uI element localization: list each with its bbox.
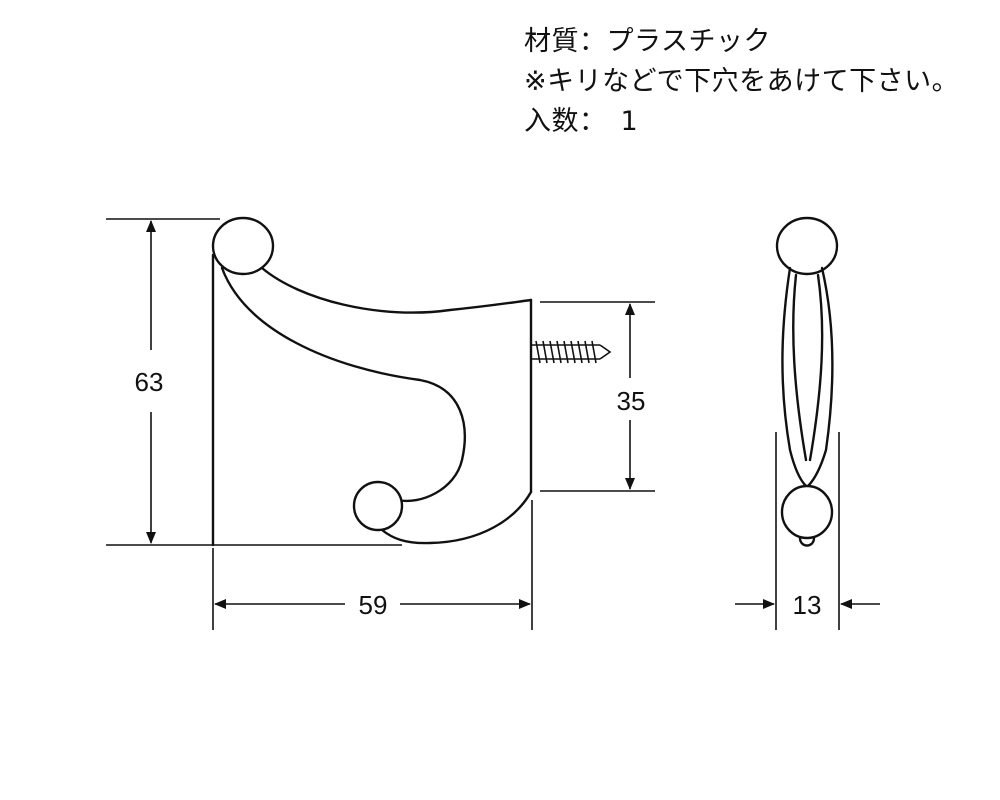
hook-upper-arm-top	[260, 266, 533, 314]
hook-bottom-curve	[380, 490, 533, 545]
side-top-knob	[775, 216, 839, 276]
hook-lower-arm-outer	[220, 266, 466, 503]
quantity-separator: ：	[579, 106, 607, 137]
dim-label-13: 13	[793, 590, 822, 620]
side-bottom-tip	[798, 536, 816, 547]
side-body-inner-right	[808, 273, 824, 462]
quantity-line: 入数： 1	[524, 102, 994, 142]
side-body-inner-left	[792, 273, 808, 462]
top-knob	[211, 216, 275, 276]
dim-label-35: 35	[617, 386, 646, 416]
bottom-knob	[352, 480, 404, 532]
dim-label-59: 59	[359, 590, 388, 620]
drill-note: ※キリなどで下穴をあけて下さい。	[524, 66, 960, 97]
screw-threads	[535, 340, 597, 364]
hook-side-view	[775, 216, 839, 547]
side-body-right	[806, 266, 834, 488]
material-separator: ：	[579, 26, 607, 57]
dim-label-63: 63	[135, 367, 164, 397]
note-line: ※キリなどで下穴をあけて下さい。	[524, 62, 994, 102]
quantity-label: 入数	[524, 106, 579, 137]
hook-front-view	[211, 216, 533, 547]
spec-block: 材質：プラスチック ※キリなどで下穴をあけて下さい。 入数：1	[524, 22, 994, 142]
material-label: 材質	[524, 26, 579, 57]
material-value: プラスチック	[606, 26, 771, 57]
material-line: 材質：プラスチック	[524, 22, 994, 62]
side-bottom-knob	[780, 484, 834, 540]
screw-tip	[599, 344, 612, 360]
quantity-value: 1	[620, 106, 639, 137]
side-body-left	[781, 266, 808, 488]
screw	[531, 340, 612, 364]
